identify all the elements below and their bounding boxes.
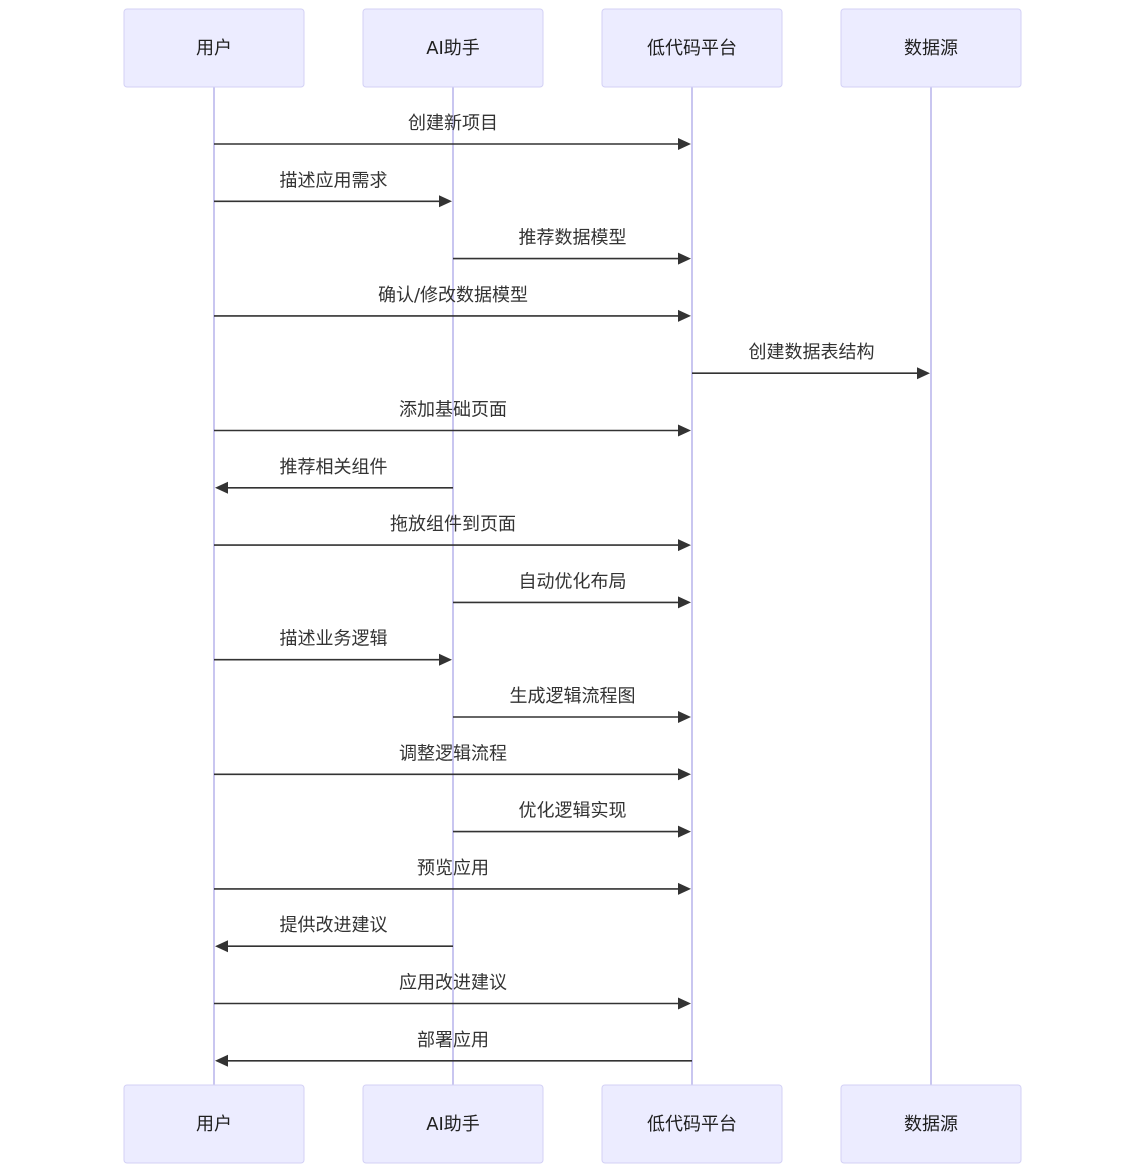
arrowhead-icon xyxy=(678,596,691,609)
message-label: 推荐数据模型 xyxy=(519,228,627,249)
message-9: 自动优化布局 xyxy=(453,571,691,609)
message-label: 拖放组件到页面 xyxy=(390,514,516,535)
arrowhead-icon xyxy=(215,481,228,494)
message-label: 调整逻辑流程 xyxy=(399,743,507,764)
arrowhead-icon xyxy=(917,367,930,380)
actor-label: 用户 xyxy=(196,38,232,59)
actor-label: 数据源 xyxy=(904,1114,958,1135)
actors-bottom: 用户 AI助手 低代码平台 数据源 xyxy=(123,1084,1022,1164)
arrowhead-icon xyxy=(678,252,691,265)
actor-label: 数据源 xyxy=(904,38,958,59)
message-label: 部署应用 xyxy=(417,1030,489,1051)
actor-user-bottom: 用户 xyxy=(123,1084,305,1164)
message-17: 部署应用 xyxy=(215,1030,692,1067)
message-label: 自动优化布局 xyxy=(519,571,627,592)
message-label: 添加基础页面 xyxy=(399,400,507,421)
actor-box xyxy=(123,8,305,88)
actors-top: 用户 AI助手 低代码平台 数据源 xyxy=(123,8,1022,88)
message-label: 创建新项目 xyxy=(408,113,498,134)
actor-label: AI助手 xyxy=(426,38,480,59)
actor-datasource-top: 数据源 xyxy=(840,8,1022,88)
arrowhead-icon xyxy=(678,768,691,781)
actor-box xyxy=(601,8,783,88)
message-label: 描述应用需求 xyxy=(280,170,388,191)
arrowhead-icon xyxy=(439,653,452,666)
message-6: 添加基础页面 xyxy=(214,400,691,437)
message-label: 创建数据表结构 xyxy=(749,342,875,363)
message-label: 优化逻辑实现 xyxy=(519,801,627,822)
message-label: 确认/修改数据模型 xyxy=(378,285,528,306)
actor-box xyxy=(123,1084,305,1164)
arrowhead-icon xyxy=(215,1054,228,1067)
actor-platform-top: 低代码平台 xyxy=(601,8,783,88)
actor-ai-top: AI助手 xyxy=(362,8,544,88)
arrowhead-icon xyxy=(215,940,228,953)
actor-label: 低代码平台 xyxy=(647,1114,737,1135)
actor-user-top: 用户 xyxy=(123,8,305,88)
message-15: 提供改进建议 xyxy=(215,915,453,953)
arrowhead-icon xyxy=(678,539,691,552)
message-5: 创建数据表结构 xyxy=(692,342,930,380)
arrowhead-icon xyxy=(678,309,691,322)
arrowhead-icon xyxy=(678,711,691,723)
message-8: 拖放组件到页面 xyxy=(214,514,691,552)
arrowhead-icon xyxy=(678,825,691,838)
actor-box xyxy=(840,1084,1022,1164)
message-label: 应用改进建议 xyxy=(399,973,507,994)
message-14: 预览应用 xyxy=(214,858,691,895)
message-13: 优化逻辑实现 xyxy=(453,801,691,838)
messages: 创建新项目描述应用需求推荐数据模型确认/修改数据模型创建数据表结构添加基础页面推… xyxy=(214,113,930,1067)
lifelines xyxy=(213,87,932,1085)
arrowhead-icon xyxy=(678,424,691,437)
arrowhead-icon xyxy=(678,882,691,895)
message-label: 推荐相关组件 xyxy=(280,457,388,478)
actor-platform-bottom: 低代码平台 xyxy=(601,1084,783,1164)
message-1: 创建新项目 xyxy=(214,113,691,150)
arrowhead-icon xyxy=(439,195,452,208)
message-7: 推荐相关组件 xyxy=(215,457,453,494)
arrowhead-icon xyxy=(678,997,691,1010)
message-label: 预览应用 xyxy=(417,858,489,879)
message-3: 推荐数据模型 xyxy=(453,228,691,265)
actor-ai-bottom: AI助手 xyxy=(362,1084,544,1164)
message-label: 描述业务逻辑 xyxy=(280,629,388,650)
message-label: 生成逻辑流程图 xyxy=(510,686,636,707)
actor-datasource-bottom: 数据源 xyxy=(840,1084,1022,1164)
message-4: 确认/修改数据模型 xyxy=(214,285,691,322)
actor-label: 用户 xyxy=(196,1114,232,1135)
message-10: 描述业务逻辑 xyxy=(214,629,452,666)
message-11: 生成逻辑流程图 xyxy=(453,686,691,723)
message-12: 调整逻辑流程 xyxy=(214,743,691,781)
actor-box xyxy=(362,1084,544,1164)
message-label: 提供改进建议 xyxy=(280,915,388,936)
message-2: 描述应用需求 xyxy=(214,170,452,208)
actor-label: AI助手 xyxy=(426,1114,480,1135)
actor-label: 低代码平台 xyxy=(647,38,737,59)
actor-box xyxy=(362,8,544,88)
arrowhead-icon xyxy=(678,138,691,150)
message-16: 应用改进建议 xyxy=(214,973,691,1010)
actor-box xyxy=(840,8,1022,88)
actor-box xyxy=(601,1084,783,1164)
